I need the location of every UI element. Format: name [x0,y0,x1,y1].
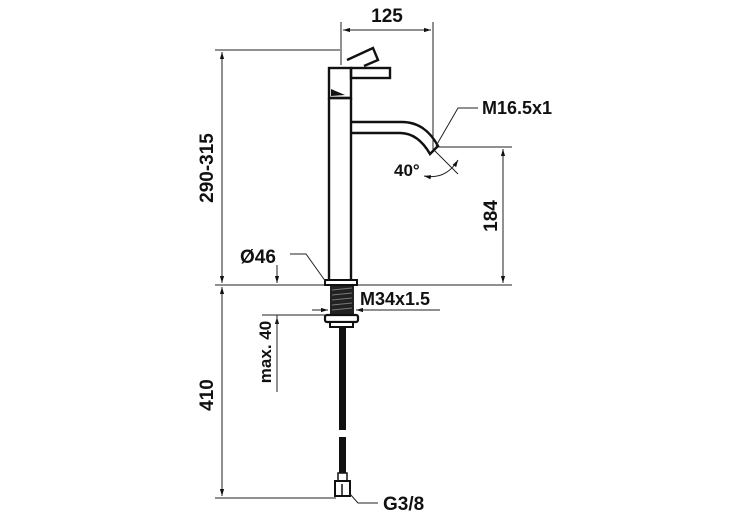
height-range-label: 290-315 [197,133,218,203]
faucet-body [323,46,440,497]
callout-hose-connection: G3/8 [349,493,424,515]
dimension-spout-reach: 125 [340,6,434,150]
callout-spout-angle: 40° [394,149,459,180]
callout-mounting-thread: M34x1.5 [312,289,440,313]
mounting-thread-label: M34x1.5 [360,289,430,309]
hose-connection-label: G3/8 [383,494,424,515]
callout-body-diameter: Ø46 [240,247,327,283]
spout-angle-label: 40° [394,161,420,180]
body-diameter-label: Ø46 [240,247,276,268]
callout-aerator-thread: M16.5x1 [435,98,552,147]
dimension-hose-length: 410 [197,287,336,499]
spout-reach-label: 125 [371,6,403,27]
dimension-height-range: 290-315 [197,49,340,283]
aerator-thread-label: M16.5x1 [482,98,552,118]
hose-length-label: 410 [197,379,218,411]
max-thickness-label: max. 40 [256,321,275,383]
outlet-height-label: 184 [481,200,502,232]
dimension-max-thickness: max. 40 [256,265,336,392]
dimension-outlet-height: 184 [437,146,512,283]
